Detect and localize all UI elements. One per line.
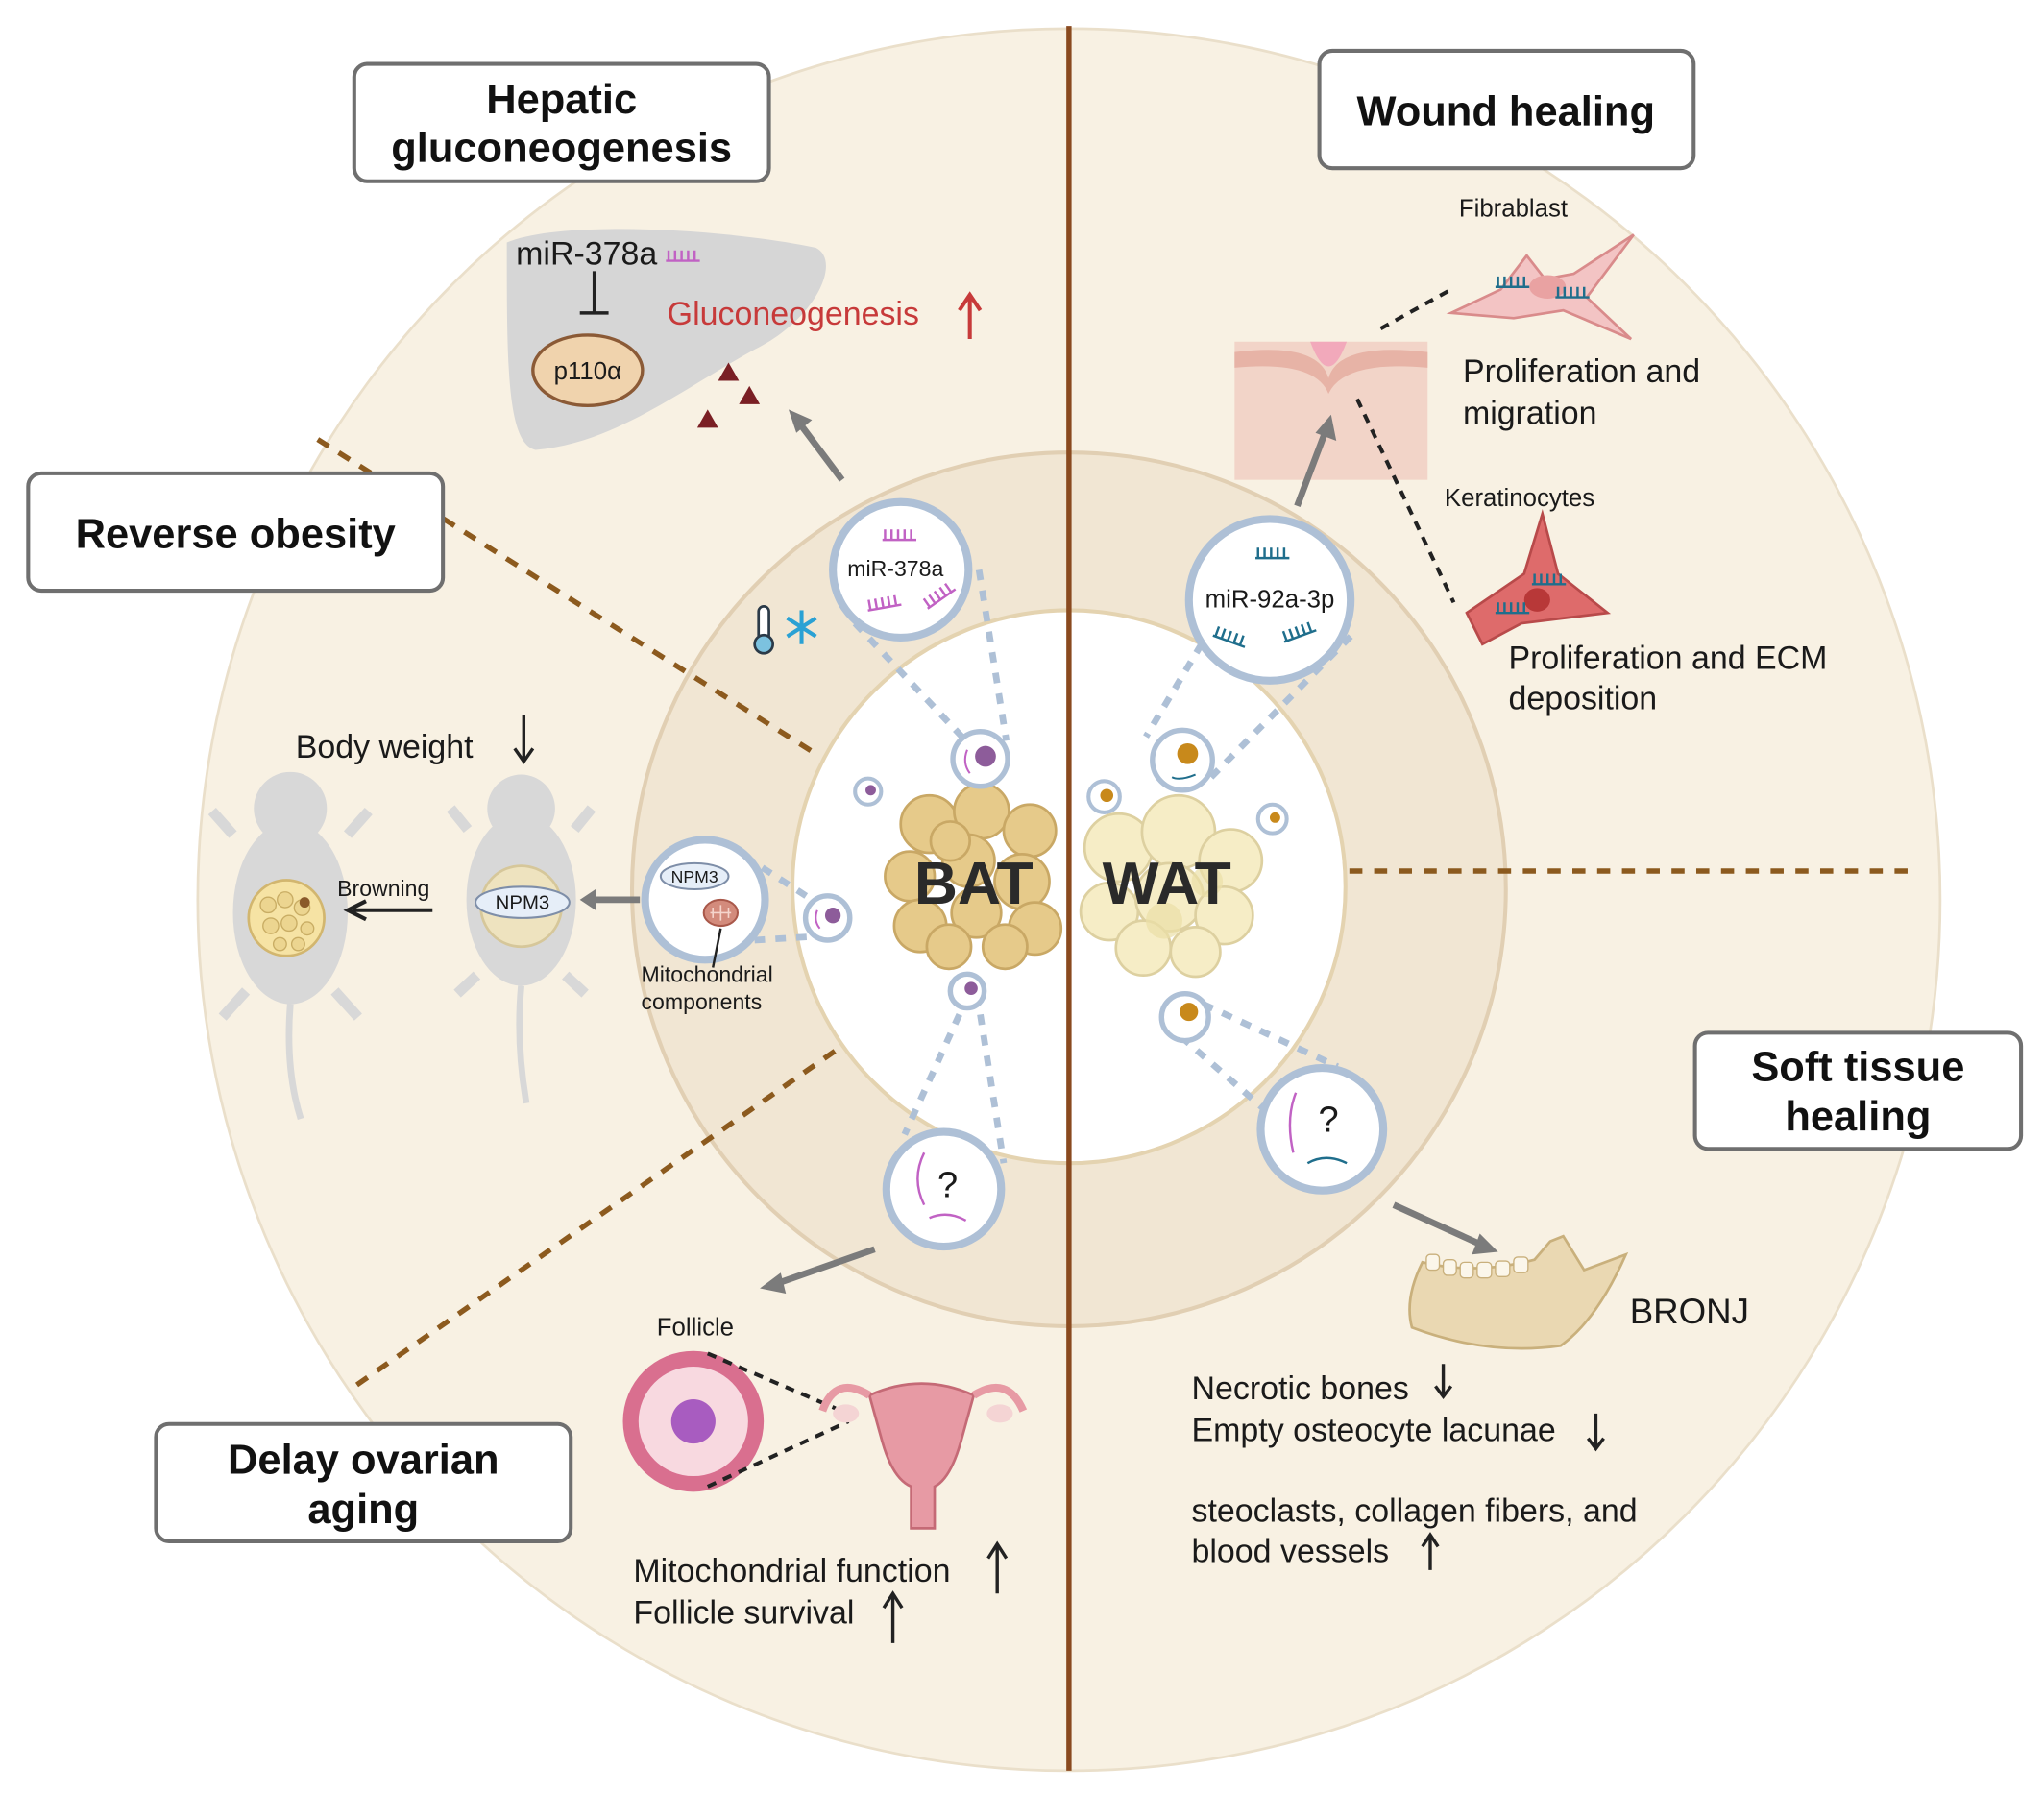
brown-fat-cells — [259, 891, 315, 952]
hepatic-box: Hepatic gluconeogenesis — [352, 61, 771, 183]
soft-effect-up-2: blood vessels — [1192, 1534, 1390, 1570]
mito-label-line2: components — [642, 989, 763, 1014]
wat-cluster: WAT — [1079, 793, 1264, 979]
vesicle-unknown-wat: ? — [1256, 1063, 1388, 1195]
arrow-down-icon — [513, 715, 535, 764]
ovarian-title-line2: aging — [307, 1487, 419, 1533]
ovarian-box: Delay ovarian aging — [154, 1421, 573, 1543]
soft-effect-down-1: Necrotic bones — [1192, 1370, 1409, 1407]
brown-dot-icon — [299, 897, 310, 909]
wound-box: Wound healing — [1317, 48, 1696, 171]
npm3-mouse-label: NPM3 — [496, 892, 550, 913]
fibro-effect-line1: Proliferation and — [1463, 353, 1700, 390]
arrow-to-wound-icon — [1294, 428, 1329, 508]
wound-title: Wound healing — [1357, 88, 1655, 134]
fibroblast-label: Fibrablast — [1459, 195, 1568, 222]
wat-label: WAT — [1103, 850, 1231, 917]
obesity-title: Reverse obesity — [76, 511, 396, 557]
dash-follicle-bottom — [706, 1419, 850, 1489]
vesicle-unknown-wat-label: ? — [1319, 1101, 1339, 1141]
body-weight-label: Body weight — [296, 729, 474, 765]
arrowhead-mouse-icon — [579, 889, 596, 910]
mouse-right-icon — [447, 774, 596, 1104]
arrowhead-liver-icon — [788, 409, 813, 433]
arrowhead-jaw-icon — [1472, 1233, 1498, 1255]
small-vesicle-wat-1 — [1150, 727, 1215, 793]
kera-effect-line2: deposition — [1508, 681, 1657, 717]
hepatic-title-line1: Hepatic — [486, 77, 637, 123]
obesity-box: Reverse obesity — [26, 471, 446, 594]
ovarian-effect-2: Follicle survival — [633, 1594, 854, 1631]
arrow-up-icon-2 — [986, 1540, 1009, 1594]
ovarian-effect-1: Mitochondrial function — [633, 1553, 950, 1589]
soft-tissue-box: Soft tissue healing — [1692, 1030, 2024, 1151]
vesicle-unknown-bat-label: ? — [937, 1165, 958, 1205]
vesicle-wat-mirna-label: miR-92a-3p — [1205, 587, 1335, 614]
small-vesicle-wat-2 — [1086, 779, 1122, 814]
mito-label-line1: Mitochondrial — [642, 961, 773, 986]
vesicle-wat-mir92a: miR-92a-3p — [1184, 515, 1355, 685]
oocyte-icon — [670, 1398, 716, 1444]
p110a-label: p110α — [554, 358, 621, 385]
follicle-label: Follicle — [657, 1314, 734, 1341]
glucose-icons — [696, 362, 761, 428]
small-vesicle-bat-4 — [947, 971, 987, 1011]
bronj-label: BRONJ — [1630, 1292, 1749, 1331]
snowflake-icon — [786, 610, 817, 644]
thermometer-icon — [753, 605, 775, 655]
kera-effect-line1: Proliferation and ECM — [1508, 641, 1827, 677]
vesicle-npm3: NPM3 — [641, 836, 769, 968]
arrowhead-wound-icon — [1315, 414, 1337, 441]
keratinocytes-label: Keratinocytes — [1445, 485, 1594, 512]
arrow-to-ovary-icon — [776, 1246, 876, 1287]
dash-follicle-top — [706, 1351, 837, 1411]
arrowhead-ovary-icon — [760, 1272, 787, 1294]
small-vesicle-bat-2 — [853, 776, 884, 807]
soft-tissue-title-line2: healing — [1785, 1094, 1931, 1140]
soft-effect-up-1: steoclasts, collagen fibers, and — [1192, 1493, 1638, 1530]
vesicle-bat-mir378a: miR-378a — [829, 497, 973, 642]
fibro-effect-line2: migration — [1463, 395, 1597, 431]
arrow-to-jaw-icon — [1392, 1201, 1481, 1248]
small-vesicle-bat-3 — [802, 893, 853, 943]
arrow-to-liver-icon — [796, 420, 845, 482]
keratinocyte-nucleus — [1523, 588, 1550, 612]
ovarian-title-line1: Delay ovarian — [228, 1437, 499, 1483]
gluconeogenesis-label: Gluconeogenesis — [668, 296, 919, 332]
soft-tissue-title-line1: Soft tissue — [1751, 1045, 1964, 1091]
keratinocyte-icon — [1465, 508, 1612, 646]
bat-cluster: BAT — [884, 782, 1063, 971]
soft-effect-down-2: Empty osteocyte lacunae — [1192, 1412, 1556, 1448]
bat-label: BAT — [914, 850, 1034, 917]
dash-to-keratinocyte — [1355, 398, 1456, 604]
npm3-mouse-badge — [474, 885, 571, 919]
arrow-up-icon-3 — [882, 1590, 904, 1643]
arrow-up-icon-1 — [1421, 1532, 1440, 1570]
small-vesicle-wat-3 — [1255, 802, 1289, 836]
vesicle-bat-mirna-label: miR-378a — [847, 556, 943, 581]
arrow-down-icon-2 — [1586, 1413, 1605, 1452]
hepatic-title-line2: gluconeogenesis — [391, 125, 732, 171]
vesicle-unknown-bat: ? — [882, 1127, 1006, 1251]
small-vesicle-wat-4 — [1158, 990, 1211, 1044]
skin-wound-icon — [1234, 341, 1428, 480]
browning-label: Browning — [337, 876, 429, 901]
browning-arrow-icon — [343, 899, 433, 922]
p110a-node — [531, 333, 645, 407]
uterus-icon — [818, 1382, 1028, 1530]
teeth-icon — [1425, 1253, 1529, 1279]
arrow-down-icon-1 — [1434, 1364, 1453, 1400]
fibroblast-nucleus — [1529, 275, 1567, 299]
hepatic-mirna-label: miR-378a — [516, 236, 657, 273]
small-vesicle-bat-1 — [950, 729, 1010, 789]
vesicle-npm3-label: NPM3 — [671, 867, 718, 886]
dash-to-fibroblast — [1379, 287, 1452, 330]
inhibition-icon — [579, 271, 609, 315]
small-vesicles — [802, 727, 1289, 1044]
arrow-up-red-icon — [958, 291, 983, 340]
